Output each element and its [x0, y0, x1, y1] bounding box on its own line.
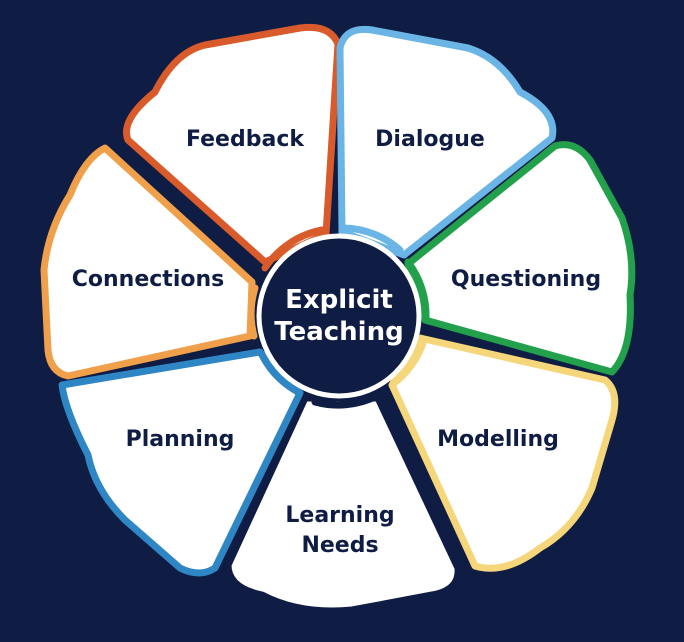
- petal-questioning-label: Questioning: [451, 267, 601, 292]
- petal-questioning-shape: [404, 141, 636, 376]
- petal-connections-label: Connections: [72, 267, 224, 292]
- ring-segment-questioning: [404, 258, 430, 322]
- center-circle: [256, 233, 422, 399]
- center-label-line1: Explicit: [285, 285, 393, 315]
- petal-connections: Connections: [40, 144, 256, 380]
- center-hub: Explicit Teaching: [256, 233, 422, 399]
- petal-questioning: Questioning: [404, 141, 636, 376]
- petal-planning-shape: [58, 348, 304, 577]
- ring-segment-connections: [247, 284, 259, 340]
- petal-dialogue-shape: [336, 25, 557, 259]
- inner-ring: [247, 224, 430, 409]
- petal-feedback: Feedback: [123, 23, 342, 266]
- petal-dialogue: Dialogue: [336, 25, 557, 259]
- ring-segment-feedback: [261, 226, 326, 272]
- ring-segment-learning-needs: [311, 392, 381, 409]
- ring-segment-dialogue: [340, 224, 404, 254]
- petal-learning-needs-shape: [224, 394, 462, 615]
- petal-modelling: Modelling: [388, 334, 619, 572]
- petal-learning-needs-label-line2: Needs: [301, 533, 378, 558]
- petal-feedback-label: Feedback: [186, 127, 305, 152]
- ring-segment-modelling: [389, 336, 428, 388]
- petal-learning-needs: Learning Needs: [224, 394, 462, 615]
- ring-segment-planning: [258, 351, 302, 396]
- petal-planning-label: Planning: [126, 427, 235, 452]
- petal-modelling-shape: [388, 334, 619, 572]
- petal-dialogue-label: Dialogue: [375, 127, 485, 152]
- center-label-line2: Teaching: [274, 317, 403, 347]
- petal-planning: Planning: [58, 348, 304, 577]
- petal-modelling-label: Modelling: [437, 427, 559, 452]
- petal-feedback-shape: [123, 23, 342, 266]
- petal-connections-shape: [40, 144, 256, 380]
- petal-learning-needs-label-line1: Learning: [285, 503, 394, 528]
